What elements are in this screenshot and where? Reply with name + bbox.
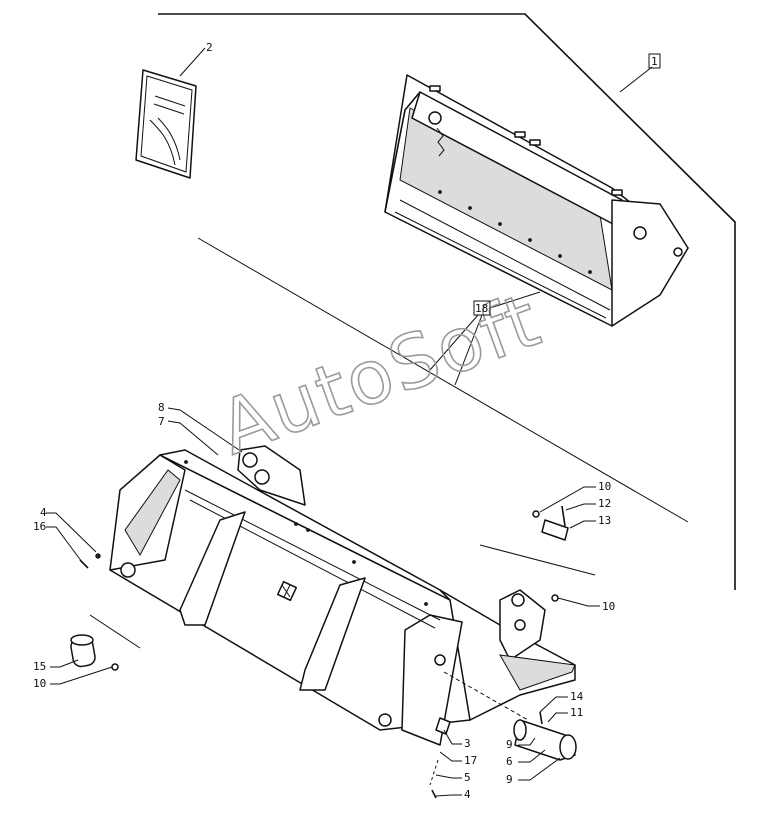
callout-17: 17 [464,754,477,767]
callout-9-lower: 9 [506,773,513,786]
lower-bucket-rivets [184,460,428,606]
callout-5: 5 [464,771,471,784]
pin-part-15 [70,634,96,668]
side-divider-line [479,544,596,576]
callout-10-left: 10 [33,677,46,690]
callout-8: 8 [158,401,165,414]
callout-13: 13 [598,514,611,527]
pin-part-13 [541,505,569,541]
callout-7: 7 [158,415,165,428]
callout-18-box [473,300,491,316]
callout-9-upper: 9 [506,738,513,751]
callout-16: 16 [33,520,46,533]
lower-bucket-assembly [109,445,576,746]
callout-6: 6 [506,755,513,768]
section-divider-line [197,237,689,523]
upper-bucket-assembly [384,74,689,327]
operator-manual-part [135,69,197,179]
callout-11: 11 [570,706,583,719]
callout-10-right: 10 [602,600,615,613]
callout-4-upper: 4 [40,506,47,519]
left-divider-line [89,614,141,649]
callout-2-leader [179,47,206,77]
rivet-row [438,190,592,274]
pin-part-11 [513,719,577,761]
callout-1-leader [619,66,653,93]
callout-10-upper: 10 [598,480,611,493]
callout-14: 14 [570,690,584,703]
callout-2: 2 [206,41,213,54]
watermark-text: AutoSoft [209,277,552,472]
callout-3: 3 [464,737,471,750]
callout-4-lower: 4 [464,788,471,801]
callout-1: 1 [651,55,658,68]
callout-12: 12 [598,497,611,510]
boundary-line-top-right [158,13,736,590]
callout-18: 18 [475,302,488,315]
callout-15: 15 [33,660,46,673]
callout-1-box [648,53,661,69]
callout-18-leaders [429,291,541,386]
callout-leaders [46,407,600,797]
assembly-boundary-lines [89,13,736,649]
